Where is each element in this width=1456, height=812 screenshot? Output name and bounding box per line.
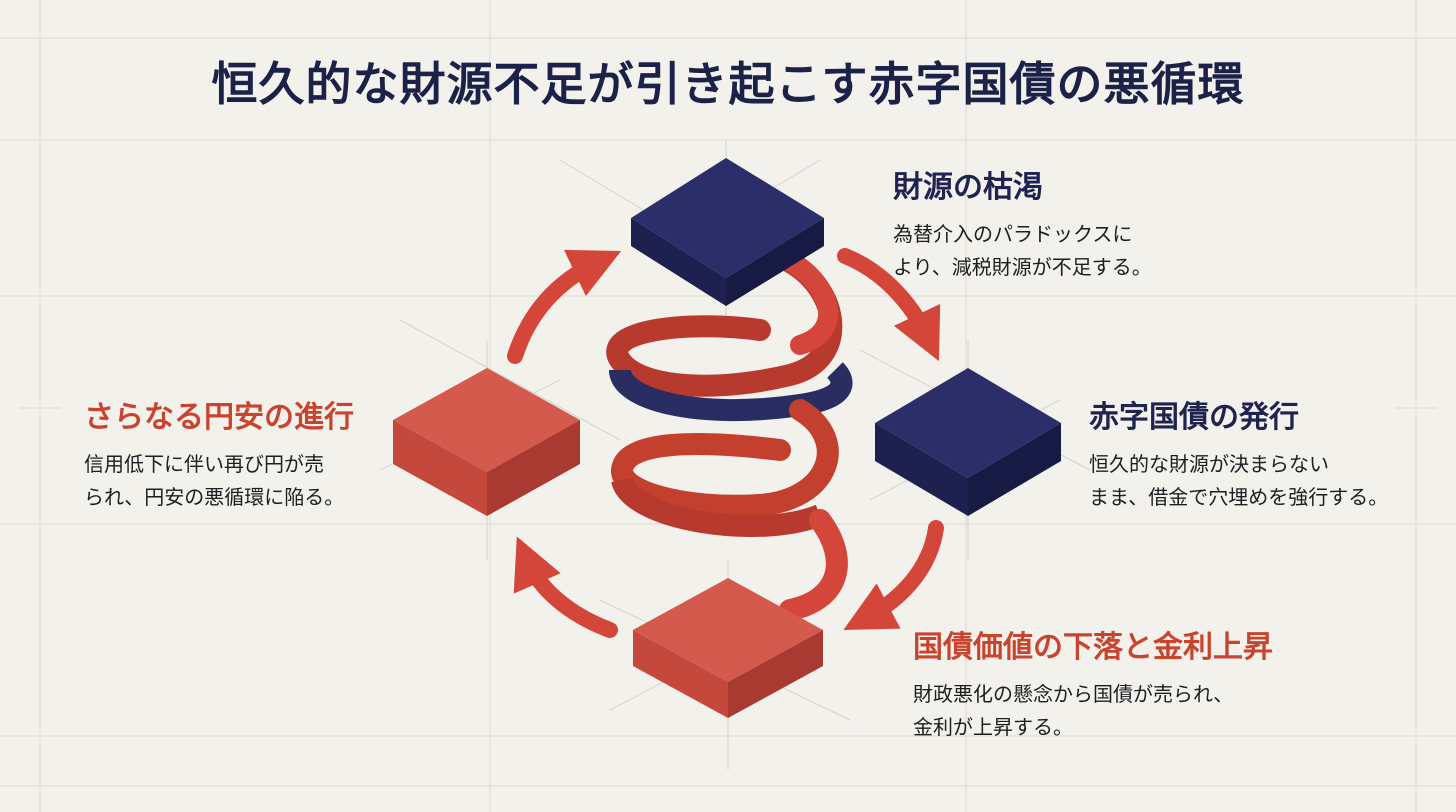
block-crash (633, 578, 823, 718)
block-depletion (631, 158, 824, 306)
page-title: 恒久的な財源不足が引き起こす赤字国債の悪循環 (211, 57, 1245, 111)
arrow-issuance-to-crash (843, 520, 944, 630)
step-crash-body: 財政悪化の懸念から国債が売られ、 金利が上昇する。 (913, 682, 1234, 739)
block-issuance (875, 368, 1061, 516)
step-issuance: 赤字国債の発行 恒久的な財源が決まらない まま、借金で穴埋めを強行する。 (1089, 392, 1388, 514)
step-depletion-heading: 財源の枯渇 (893, 170, 1043, 205)
step-depletion: 財源の枯渇 為替介入のパラドックスに より、減税財源が不足する。 (893, 162, 1152, 284)
step-crash-heading: 国債価値の下落と金利上昇 (913, 630, 1273, 665)
step-issuance-heading: 赤字国債の発行 (1089, 400, 1299, 435)
step-issuance-body: 恒久的な財源が決まらない まま、借金で穴埋めを強行する。 (1089, 452, 1389, 509)
step-depletion-body: 為替介入のパラドックスに より、減税財源が不足する。 (893, 222, 1152, 279)
arrow-crash-to-yen (513, 536, 618, 638)
spiral-ribbon (606, 245, 853, 621)
arrow-yen-to-depletion (507, 249, 622, 364)
arrow-depletion-to-issuance (837, 248, 941, 362)
step-yen: さらなる円安の進行 信用低下に伴い再び円が売 られ、円安の悪循環に陥る。 (84, 392, 354, 514)
block-yen (393, 368, 580, 516)
step-yen-body: 信用低下に伴い再び円が売 られ、円安の悪循環に陥る。 (84, 452, 345, 509)
step-yen-heading: さらなる円安の進行 (84, 400, 354, 435)
step-crash: 国債価値の下落と金利上昇 財政悪化の懸念から国債が売られ、 金利が上昇する。 (913, 622, 1273, 744)
